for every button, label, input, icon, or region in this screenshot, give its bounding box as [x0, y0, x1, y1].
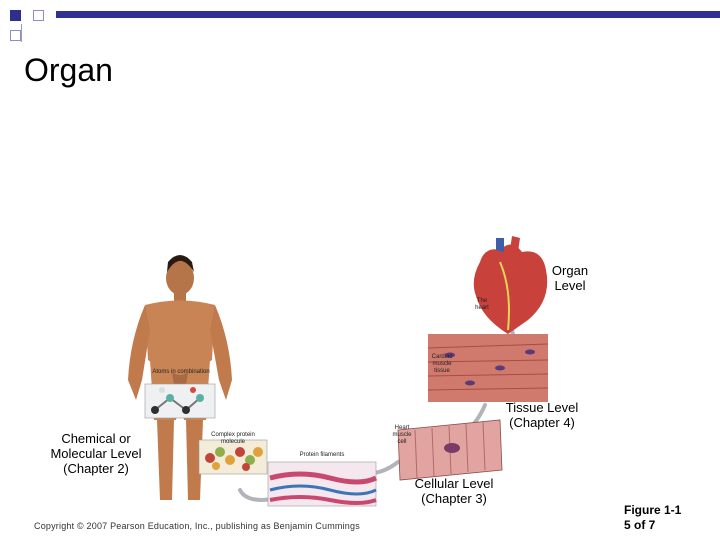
figure-number: Figure 1-1 5 of 7: [624, 503, 681, 533]
figure-page: 5 of 7: [624, 518, 656, 532]
complex-protein-label: Complex protein molecule: [211, 432, 255, 445]
decor-square-2: [33, 10, 44, 21]
heart-cell-label: Heart muscle cell: [392, 425, 412, 445]
molecule-model: [144, 383, 216, 419]
decor-square-1: [10, 10, 21, 21]
heart-organ: [473, 236, 548, 334]
cardiac-tissue-label: Cardiac muscle tissue: [431, 354, 453, 374]
protein-filaments-label: Protein filaments: [299, 452, 345, 458]
heart-label: The heart: [475, 298, 489, 311]
copyright-notice: Copyright © 2007 Pearson Education, Inc.…: [34, 521, 360, 531]
cellular-level-label: Cellular Level (Chapter 3): [414, 476, 494, 506]
header-divider: [21, 24, 22, 42]
slide-title: Organ: [24, 52, 113, 88]
chemical-level-label: Chemical or Molecular Level (Chapter 2): [50, 431, 142, 476]
organ-level-label: Organ Level: [551, 263, 589, 293]
cardiac-tissue: [427, 334, 549, 402]
heart-muscle-cell: [397, 419, 503, 481]
figure-label: Figure 1-1: [624, 503, 682, 517]
atoms-label: Atoms in combination: [152, 369, 210, 375]
decor-square-3: [10, 30, 21, 41]
protein-molecule: [198, 439, 268, 475]
header-bar: [56, 11, 720, 18]
tissue-level-label: Tissue Level (Chapter 4): [505, 400, 579, 430]
protein-filaments: [267, 461, 378, 507]
